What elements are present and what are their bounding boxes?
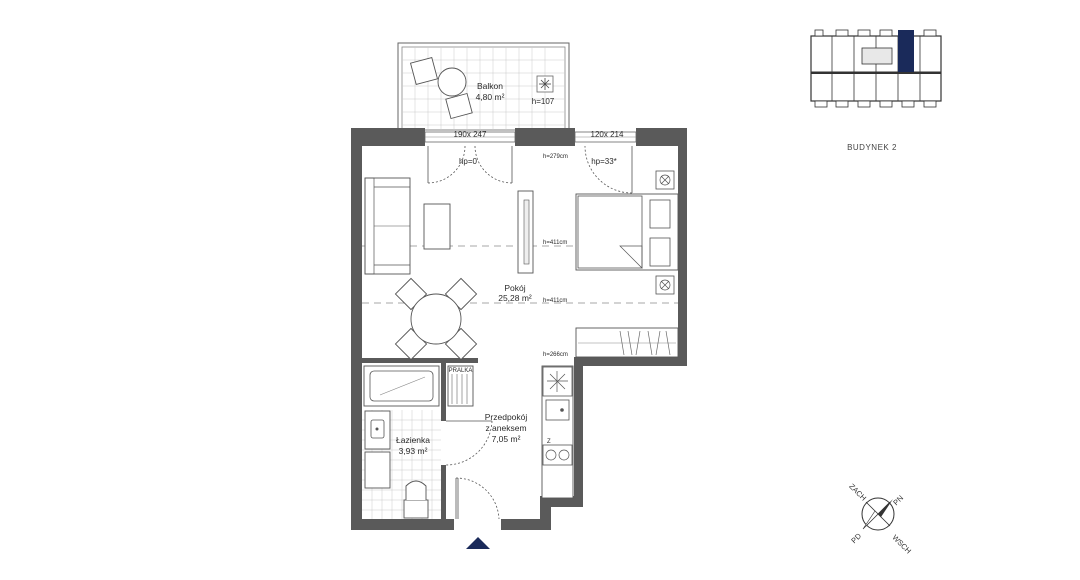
- snowflake-icon: [536, 75, 554, 93]
- door-right-dim: 120x 214: [591, 130, 624, 139]
- przedpokoj-name-1: Przedpokój: [485, 412, 528, 422]
- wardrobe-icon: [575, 327, 679, 358]
- lazienka-name: Łazienka: [396, 435, 430, 445]
- balkon-area: 4,80 m²: [476, 92, 505, 102]
- balcony: Balkon 4,80 m² h=107: [397, 42, 570, 131]
- compass-pn: PN: [891, 493, 905, 507]
- door-left-dim: 190x 247: [454, 130, 487, 139]
- tv-cabinet-icon: [517, 190, 534, 274]
- balcony-chair-icon: [409, 56, 473, 120]
- lazienka-area: 3,93 m²: [399, 446, 428, 456]
- washer-icon: PRALKA: [447, 365, 474, 407]
- cabinet-icon: [364, 451, 391, 489]
- apartment-highlight: [898, 30, 914, 72]
- pokoj-name: Pokój: [504, 283, 525, 293]
- dining-table-icon: [394, 277, 478, 361]
- building-keyplan: [810, 29, 942, 108]
- przedpokoj-name-2: z aneksem: [485, 423, 526, 433]
- pokoj-area: 25,28 m²: [498, 293, 532, 303]
- compass-pd: PD: [849, 531, 863, 545]
- h-411-a: h=411cm: [543, 240, 567, 246]
- washer-label: PRALKA: [449, 368, 473, 374]
- walls: [351, 128, 687, 530]
- nightstand-icon: [655, 170, 675, 295]
- fridge-icon: [542, 366, 573, 397]
- bathroom-door: [445, 420, 493, 466]
- hp-right: hp=33*: [591, 157, 617, 166]
- compass-wsch: WSCH: [890, 533, 913, 556]
- balkon-height: h=107: [532, 97, 555, 106]
- kitchenette: Z: [541, 365, 574, 499]
- hp-left: hp=0: [459, 157, 478, 166]
- sofa-icon: [364, 177, 411, 275]
- svg-text:Z: Z: [547, 439, 551, 445]
- h-411-b: h=411cm: [543, 298, 567, 304]
- compass-zach: ZACH: [847, 482, 868, 503]
- przedpokoj-area: 7,05 m²: [492, 434, 521, 444]
- sink-icon: [364, 410, 391, 450]
- balcony-table-icon: [437, 67, 467, 97]
- compass-icon: PN ZACH WSCH PD: [847, 482, 913, 556]
- kitchen-sink-icon: [545, 399, 570, 421]
- h-266: h=266cm: [543, 352, 568, 358]
- building-label: BUDYNEK 2: [847, 143, 897, 152]
- balkon-name: Balkon: [477, 81, 503, 91]
- balcony-door-right: [584, 145, 633, 194]
- dishwasher-icon: Z: [547, 439, 551, 445]
- entrance-door: [455, 477, 500, 520]
- cooktop-icon: [542, 444, 573, 466]
- balcony-door-left: [427, 145, 513, 184]
- bathroom: Łazienka 3,93 m²: [362, 365, 493, 519]
- bed-icon: [575, 193, 679, 271]
- toilet-icon: [403, 480, 429, 519]
- bathtub-icon: [363, 365, 440, 407]
- coffee-table-icon: [423, 203, 451, 250]
- h-279: h=279cm: [543, 154, 568, 160]
- triangle-up-icon: [466, 537, 490, 549]
